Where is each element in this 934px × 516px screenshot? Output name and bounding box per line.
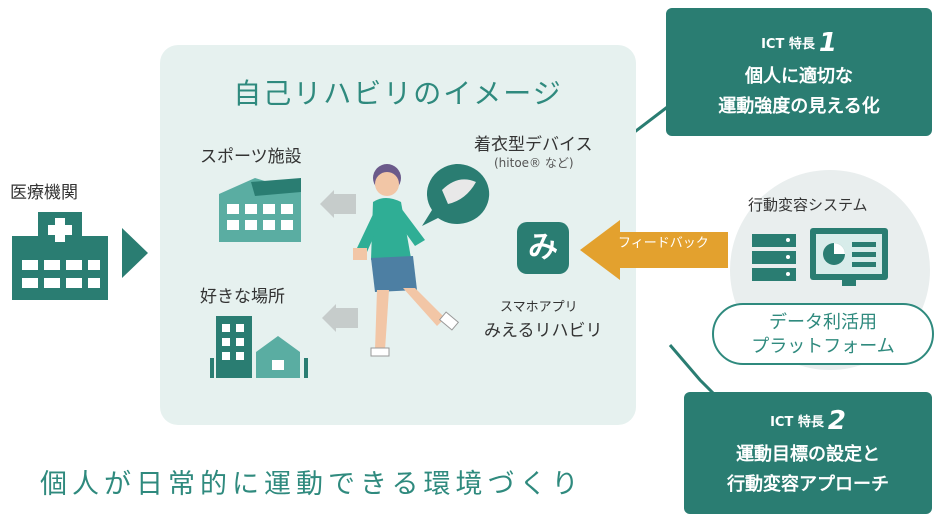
app-name: みえるリハビリ bbox=[484, 321, 603, 341]
data-platform-pill: データ利活用 プラットフォーム bbox=[712, 303, 934, 365]
system-label: 行動変容システム bbox=[748, 196, 868, 214]
hospital-label: 医療機関 bbox=[10, 183, 78, 203]
panel-title: 自己リハビリのイメージ bbox=[233, 77, 563, 110]
feedback-label: フィードバック bbox=[618, 236, 709, 251]
app-label: スマホアプリ bbox=[500, 300, 578, 315]
device-label: 着衣型デバイス bbox=[474, 135, 593, 155]
sports-label: スポーツ施設 bbox=[200, 147, 302, 167]
hospital-icon bbox=[12, 212, 108, 300]
ict1-line2: 運動強度の見える化 bbox=[718, 96, 880, 117]
ict2-prefix: ICT 特長 bbox=[770, 415, 824, 430]
device-bubble-icon bbox=[422, 163, 490, 226]
device-sub-label: (hitoe® など) bbox=[494, 156, 574, 170]
sports-facility-icon bbox=[219, 178, 301, 242]
ict1-number: 1 bbox=[818, 28, 837, 58]
ict2-line2: 行動変容アプローチ bbox=[727, 474, 889, 495]
ict1-prefix: ICT 特長 bbox=[761, 37, 815, 52]
arrow-to-sports-icon bbox=[320, 190, 356, 218]
platform-line2: プラットフォーム bbox=[751, 336, 895, 357]
favorite-place-icon bbox=[210, 316, 308, 378]
ict1-line1: 個人に適切な bbox=[745, 66, 853, 87]
platform-line1: データ利活用 bbox=[769, 312, 877, 333]
chevron-right-icon bbox=[122, 228, 148, 278]
arrow-to-favorite-icon bbox=[322, 304, 358, 332]
ict2-number: 2 bbox=[827, 406, 846, 436]
ict2-line1: 運動目標の設定と bbox=[736, 444, 880, 465]
feedback-arrow bbox=[580, 220, 728, 280]
runner-illustration-icon bbox=[353, 164, 460, 357]
server-monitor-icon bbox=[752, 228, 888, 286]
tagline: 個人が日常的に運動できる環境づくり bbox=[40, 469, 584, 500]
app-icon: み bbox=[517, 222, 569, 274]
favorite-place-label: 好きな場所 bbox=[200, 287, 285, 307]
